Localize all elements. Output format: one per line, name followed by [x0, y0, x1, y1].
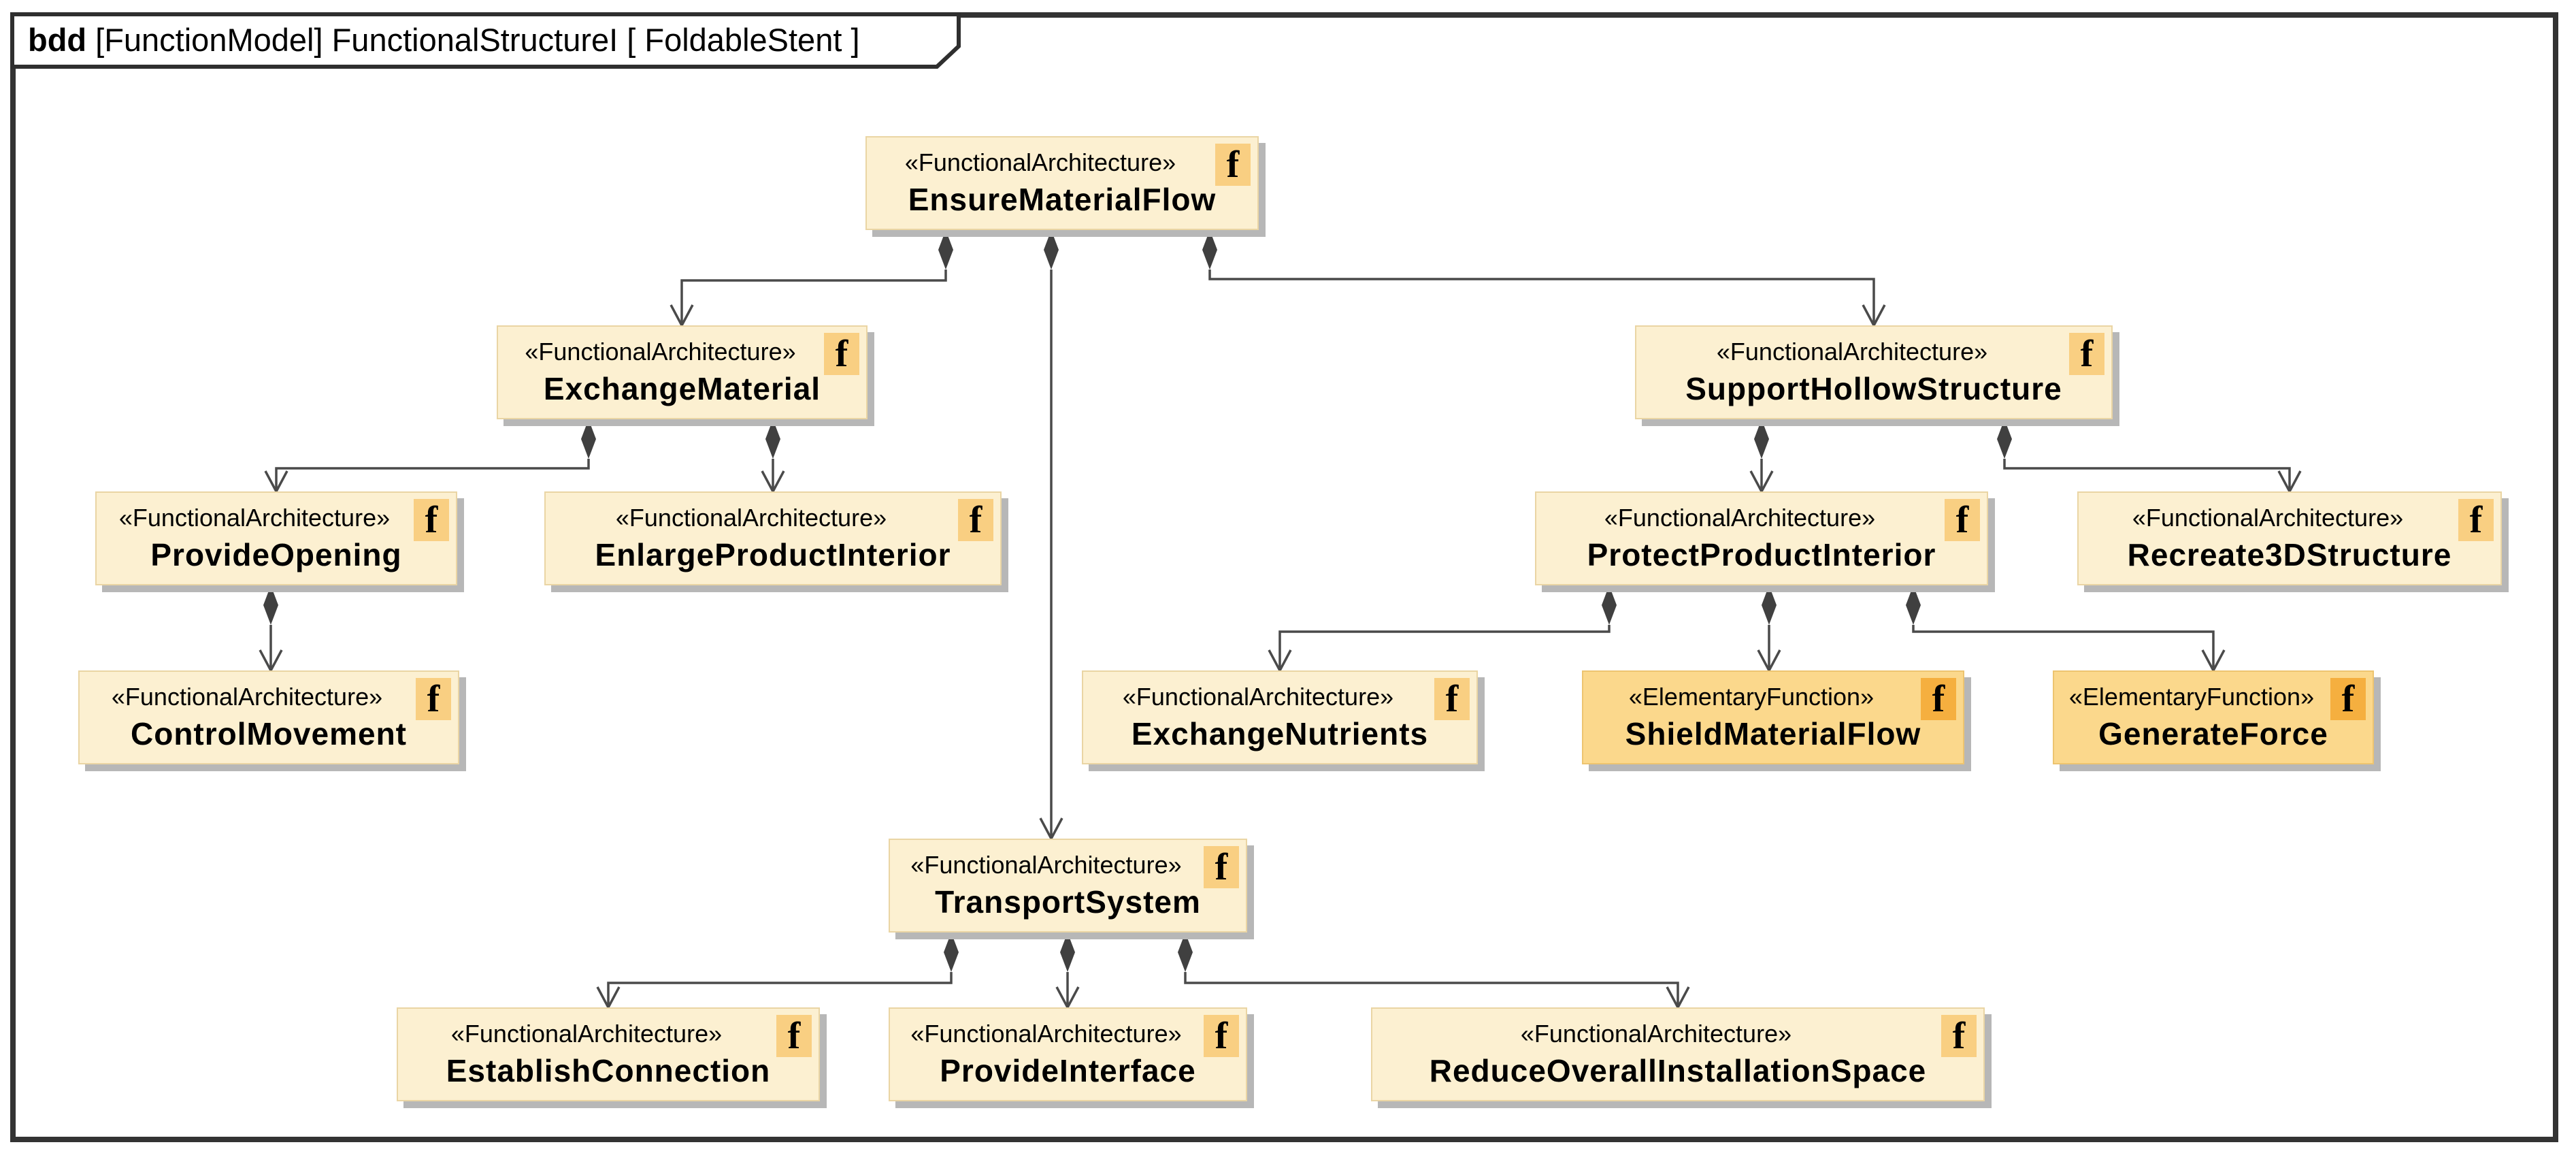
edge-TransportSystem-EstablishConnection [607, 972, 953, 1007]
function-f-icon: f [1434, 678, 1470, 720]
composition-diamond [1060, 933, 1075, 972]
function-name: ExchangeNutrients [1131, 716, 1429, 751]
composition-diamond [1997, 419, 2012, 459]
composition-diamond [765, 419, 780, 459]
stereotype-label: «FunctionalArchitecture» [525, 338, 796, 366]
composition-diamond [1602, 585, 1617, 625]
stereotype-label: «FunctionalArchitecture» [111, 683, 383, 711]
node-ExchangeMaterial[interactable]: «FunctionalArchitecture» ExchangeMateria… [497, 325, 868, 419]
composition-diamond [1044, 230, 1059, 270]
node-EstablishConnection[interactable]: «FunctionalArchitecture» EstablishConnec… [397, 1007, 820, 1101]
frame-title-text: [FunctionModel] FunctionalStructureI [ F… [95, 21, 860, 58]
function-f-icon: f [2458, 499, 2494, 541]
stereotype-label: «FunctionalArchitecture» [1520, 1020, 1792, 1048]
function-name: EstablishConnection [446, 1053, 771, 1088]
function-f-icon: f [824, 333, 859, 375]
frame-title: bdd [FunctionModel] FunctionalStructureI… [28, 12, 860, 67]
node-ProvideInterface[interactable]: «FunctionalArchitecture» ProvideInterfac… [889, 1007, 1247, 1101]
stereotype-label: «FunctionalArchitecture» [1604, 504, 1876, 532]
function-f-icon: f [2330, 678, 2366, 720]
function-name: TransportSystem [935, 884, 1201, 920]
stereotype-label: «FunctionalArchitecture» [118, 504, 391, 532]
function-name: ProtectProductInterior [1587, 537, 1936, 572]
function-f-icon: f [414, 499, 449, 541]
edge-SupportHollowStructure-Recreate3DStructure [2003, 459, 2291, 491]
function-f-icon: f [776, 1015, 812, 1057]
function-f-icon: f [2069, 333, 2104, 375]
frame-tab-shape [10, 12, 961, 69]
function-name: EnsureMaterialFlow [908, 182, 1217, 217]
function-f-icon: f [1215, 144, 1251, 186]
edge-ProtectProductInterior-ExchangeNutrients [1278, 625, 1611, 670]
function-name: GenerateForce [2098, 716, 2328, 751]
function-f-icon: f [1941, 1015, 1977, 1057]
function-f-icon: f [1921, 678, 1956, 720]
node-ReduceOverallInstallationSpace[interactable]: «FunctionalArchitecture» ReduceOverallIn… [1371, 1007, 1985, 1101]
stereotype-label: «FunctionalArchitecture» [2132, 504, 2404, 532]
node-ShieldMaterialFlow[interactable]: «ElementaryFunction» ShieldMaterialFlow … [1582, 670, 1964, 764]
edge-ExchangeMaterial-ProvideOpening [275, 459, 590, 491]
composition-diamond [1906, 585, 1921, 625]
function-f-icon: f [1945, 499, 1980, 541]
composition-diamond [263, 585, 278, 625]
function-f-icon: f [416, 678, 451, 720]
node-ProtectProductInterior[interactable]: «FunctionalArchitecture» ProtectProductI… [1535, 491, 1988, 585]
stereotype-label: «FunctionalArchitecture» [1122, 683, 1394, 711]
stereotype-label: «FunctionalArchitecture» [910, 1020, 1182, 1048]
function-name: ProvideInterface [940, 1053, 1196, 1088]
composition-diamond [1762, 585, 1777, 625]
function-f-icon: f [1204, 1015, 1239, 1057]
stereotype-label: «FunctionalArchitecture» [615, 504, 887, 532]
stereotype-label: «FunctionalArchitecture» [1716, 338, 1988, 366]
function-name: ExchangeMaterial [543, 371, 821, 406]
composition-diamond [1754, 419, 1769, 459]
edge-TransportSystem-ReduceOverallInstallationSpace [1184, 972, 1679, 1007]
node-ExchangeNutrients[interactable]: «FunctionalArchitecture» ExchangeNutrien… [1082, 670, 1478, 764]
composition-diamond [581, 419, 596, 459]
edge-EnsureMaterialFlow-SupportHollowStructure [1208, 270, 1875, 325]
function-f-icon: f [958, 499, 993, 541]
function-f-icon: f [1204, 846, 1239, 888]
function-name: Recreate3DStructure [2127, 537, 2452, 572]
stereotype-label: «FunctionalArchitecture» [910, 851, 1182, 879]
composition-diamond [938, 230, 953, 270]
frame-kind-label: bdd [28, 21, 87, 58]
node-EnsureMaterialFlow[interactable]: «FunctionalArchitecture» EnsureMaterialF… [865, 136, 1259, 230]
node-TransportSystem[interactable]: «FunctionalArchitecture» TransportSystem… [889, 839, 1247, 933]
function-name: SupportHollowStructure [1685, 371, 2062, 406]
function-name: ReduceOverallInstallationSpace [1429, 1053, 1927, 1088]
node-EnlargeProductInterior[interactable]: «FunctionalArchitecture» EnlargeProductI… [544, 491, 1002, 585]
function-name: ProvideOpening [150, 537, 402, 572]
function-name: ControlMovement [131, 716, 407, 751]
stereotype-label: «FunctionalArchitecture» [450, 1020, 723, 1048]
node-GenerateForce[interactable]: «ElementaryFunction» GenerateForce f [2053, 670, 2374, 764]
composition-diamond [944, 933, 959, 972]
node-ProvideOpening[interactable]: «FunctionalArchitecture» ProvideOpening … [95, 491, 457, 585]
edge-EnsureMaterialFlow-ExchangeMaterial [680, 270, 947, 325]
stereotype-label: «ElementaryFunction» [2068, 683, 2315, 711]
stereotype-label: «ElementaryFunction» [1628, 683, 1875, 711]
node-Recreate3DStructure[interactable]: «FunctionalArchitecture» Recreate3DStruc… [2077, 491, 2502, 585]
node-SupportHollowStructure[interactable]: «FunctionalArchitecture» SupportHollowSt… [1635, 325, 2113, 419]
composition-diamond [1202, 230, 1217, 270]
node-ControlMovement[interactable]: «FunctionalArchitecture» ControlMovement… [78, 670, 459, 764]
function-name: ShieldMaterialFlow [1625, 716, 1921, 751]
diagram-frame-tab: bdd [FunctionModel] FunctionalStructureI… [10, 12, 963, 71]
composition-diamond [1178, 933, 1193, 972]
function-name: EnlargeProductInterior [595, 537, 951, 572]
stereotype-label: «FunctionalArchitecture» [904, 148, 1176, 177]
edge-ProtectProductInterior-GenerateForce [1912, 625, 2215, 670]
